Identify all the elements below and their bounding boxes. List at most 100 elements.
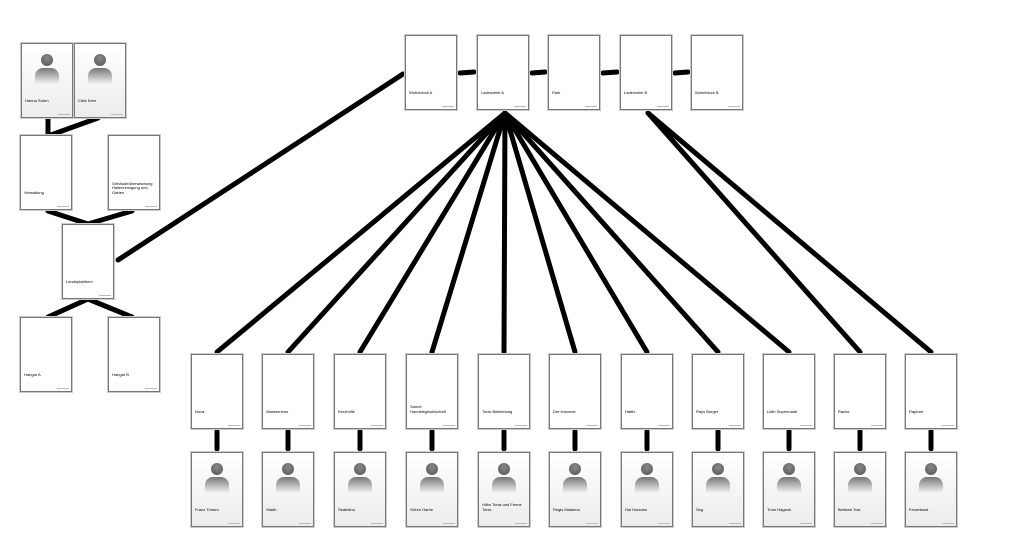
node-top-1[interactable]: Ladenzeile A xyxy=(477,35,529,110)
connector-line xyxy=(45,296,91,320)
card-footer-mark xyxy=(515,523,527,524)
card-footer-mark xyxy=(299,523,311,524)
card-footer-mark xyxy=(585,106,597,107)
person-avatar-icon xyxy=(420,463,444,495)
node-owner-6[interactable]: Hal Horsdon xyxy=(621,452,673,527)
card-footer-mark xyxy=(443,523,455,524)
card-label: Rapture xyxy=(909,408,924,414)
card-footer-mark xyxy=(57,206,69,207)
card-footer-mark xyxy=(514,106,526,107)
node-shop-4[interactable]: Tonis Bekleidung xyxy=(478,354,530,429)
card-footer-mark xyxy=(729,425,741,426)
connector-line xyxy=(85,296,135,320)
card-footer-mark xyxy=(111,114,123,115)
person-avatar-icon xyxy=(348,463,372,495)
node-top-2[interactable]: Park xyxy=(548,35,600,110)
card-label: Hanna Sohrn xyxy=(25,97,49,103)
connector-line xyxy=(502,110,721,355)
node-top-3[interactable]: Ladenzeile B xyxy=(620,35,672,110)
card-footer-mark xyxy=(658,425,670,426)
card-label: Seathlina xyxy=(338,506,355,512)
node-shop-1[interactable]: Wasserrinne xyxy=(262,354,314,429)
node-shop-0[interactable]: Nova xyxy=(191,354,243,429)
node-verwaltung[interactable]: Verwaltung xyxy=(20,135,72,210)
connector-line xyxy=(115,71,406,263)
card-footer-mark xyxy=(800,523,812,524)
person-avatar-icon xyxy=(276,463,300,495)
person-avatar-icon xyxy=(563,463,587,495)
card-footer-mark xyxy=(586,425,598,426)
card-footer-mark xyxy=(57,388,69,389)
card-label: Feuerfaust xyxy=(909,506,929,512)
connector-line xyxy=(502,110,578,355)
node-owner-3[interactable]: Gehrn Harne xyxy=(406,452,458,527)
node-shop-6[interactable]: Hatfix xyxy=(621,354,673,429)
connector-line xyxy=(357,110,508,355)
card-label: Wohnblock B xyxy=(695,89,719,95)
node-landeplattform[interactable]: Landeplattform xyxy=(62,224,114,299)
connector-line xyxy=(502,110,650,355)
card-footer-mark xyxy=(942,523,954,524)
card-label: Hal Horsdon xyxy=(625,506,648,512)
card-footer-mark xyxy=(586,523,598,524)
node-shop-10[interactable]: Rapture xyxy=(905,354,957,429)
node-shop-9[interactable]: Rache xyxy=(834,354,886,429)
person-avatar-icon xyxy=(706,463,730,495)
card-label: Hangar B xyxy=(112,371,129,377)
connector-line xyxy=(429,110,508,355)
connector-line xyxy=(501,110,508,355)
person-avatar-icon xyxy=(492,463,516,495)
node-shop-7[interactable]: Rays Burger xyxy=(692,354,744,429)
person-avatar-icon xyxy=(848,463,872,495)
connector-line xyxy=(672,69,691,76)
node-shop-2[interactable]: Kerzhöfle xyxy=(334,354,386,429)
card-label: Franz Trinero xyxy=(195,506,219,512)
node-top-4[interactable]: Wohnblock B xyxy=(691,35,743,110)
card-label: Belliane Tosi xyxy=(838,506,861,512)
person-avatar-icon xyxy=(88,54,112,86)
card-label: Tonis Bekleidung xyxy=(482,408,513,414)
card-label: Seg xyxy=(696,506,704,512)
card-footer-mark xyxy=(371,425,383,426)
card-label: Wohnblock A xyxy=(409,89,433,95)
node-owner-7[interactable]: Seg xyxy=(692,452,744,527)
node-person-left-0[interactable]: Hanna Sohrn xyxy=(21,43,73,118)
card-footer-mark xyxy=(443,425,455,426)
node-top-0[interactable]: Wohnblock A xyxy=(405,35,457,110)
node-owner-10[interactable]: Feuerfaust xyxy=(905,452,957,527)
node-owner-1[interactable]: Stadh xyxy=(262,452,314,527)
connector-line xyxy=(600,69,620,76)
card-label: Hilbu Tonis und Fenne Tonis xyxy=(482,502,522,512)
node-owner-2[interactable]: Seathlina xyxy=(334,452,386,527)
node-shop-8[interactable]: Lidlh Supermarkt xyxy=(763,354,815,429)
node-hangar-b[interactable]: Hangar B xyxy=(108,317,160,392)
card-label: Nova xyxy=(195,408,205,414)
person-avatar-icon xyxy=(205,463,229,495)
card-footer-mark xyxy=(728,106,740,107)
connector-line xyxy=(214,110,508,355)
connector-line xyxy=(529,69,548,76)
node-hangar-a[interactable]: Hangar A xyxy=(20,317,72,392)
card-label: Der Hammer xyxy=(553,408,576,414)
card-footer-mark xyxy=(942,425,954,426)
node-gebaeude[interactable]: Gebäudeüberwachung Hallenreinigung und G… xyxy=(108,135,160,210)
node-shop-5[interactable]: Der Hammer xyxy=(549,354,601,429)
node-shop-3[interactable]: Sanne Handelsgesellschaft xyxy=(406,354,458,429)
node-owner-5[interactable]: Regis Malahna xyxy=(549,452,601,527)
card-label: Gebäudeüberwachung Hallenreinigung und G… xyxy=(112,180,153,195)
node-person-left-1[interactable]: Click Kern xyxy=(74,43,126,118)
node-owner-9[interactable]: Belliane Tosi xyxy=(834,452,886,527)
connector-line xyxy=(45,115,101,139)
person-avatar-icon xyxy=(777,463,801,495)
card-footer-mark xyxy=(442,106,454,107)
card-footer-mark xyxy=(800,425,812,426)
person-avatar-icon xyxy=(635,463,659,495)
card-footer-mark xyxy=(228,523,240,524)
connector-line xyxy=(285,110,508,355)
card-label: Wasserrinne xyxy=(266,408,289,414)
node-owner-0[interactable]: Franz Trinero xyxy=(191,452,243,527)
node-owner-8[interactable]: Trom Hagesh xyxy=(763,452,815,527)
node-owner-4[interactable]: Hilbu Tonis und Fenne Tonis xyxy=(478,452,530,527)
card-label: Hatfix xyxy=(625,408,636,414)
card-footer-mark xyxy=(99,295,111,296)
